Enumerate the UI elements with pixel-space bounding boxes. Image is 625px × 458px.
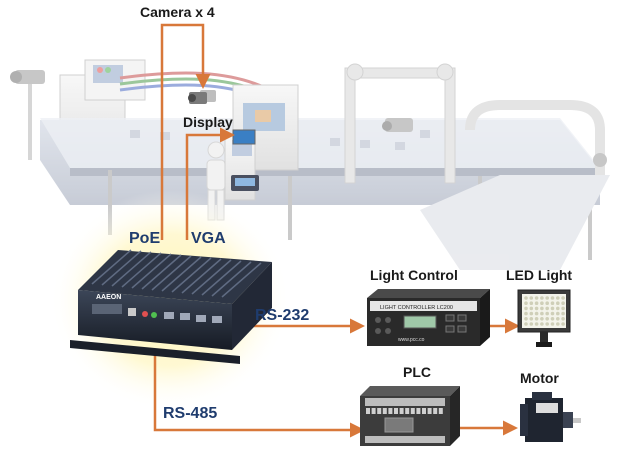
connection-lines [153,23,520,438]
embedded-pc: AAEON [70,249,272,364]
display-label: Display [183,114,233,130]
rs485-label: RS-485 [163,405,218,422]
camera-icon [188,92,207,104]
motor [520,392,581,442]
gantry-frame [344,63,456,184]
display-monitor-icon [231,129,259,191]
products [130,130,430,150]
motor-label: Motor [520,370,559,386]
rs232-label: RS-232 [255,307,310,324]
light-controller-url: www.pcc.co [398,337,425,343]
gantry-camera-icon [382,118,413,132]
led-light-label: LED Light [506,267,573,283]
vga-label: VGA [191,230,226,247]
camera-label: Camera x 4 [140,4,215,20]
poe-label: PoE [129,230,161,247]
light-controller: LIGHT CONTROLLER LC200 www.pcc.co [367,289,490,346]
factory-scene [10,59,610,270]
pc-port-dvi [92,304,122,314]
light-controller-brand: LIGHT CONTROLLER LC200 [380,305,453,311]
left-camera-icon [10,70,45,160]
plc-label: PLC [403,364,431,380]
plc [360,386,460,446]
light-control-label: Light Control [370,267,458,283]
right-ramp [420,100,610,270]
led-light [517,289,571,347]
conveyor-belt [40,118,600,260]
pc-brand: AAEON [96,294,121,301]
